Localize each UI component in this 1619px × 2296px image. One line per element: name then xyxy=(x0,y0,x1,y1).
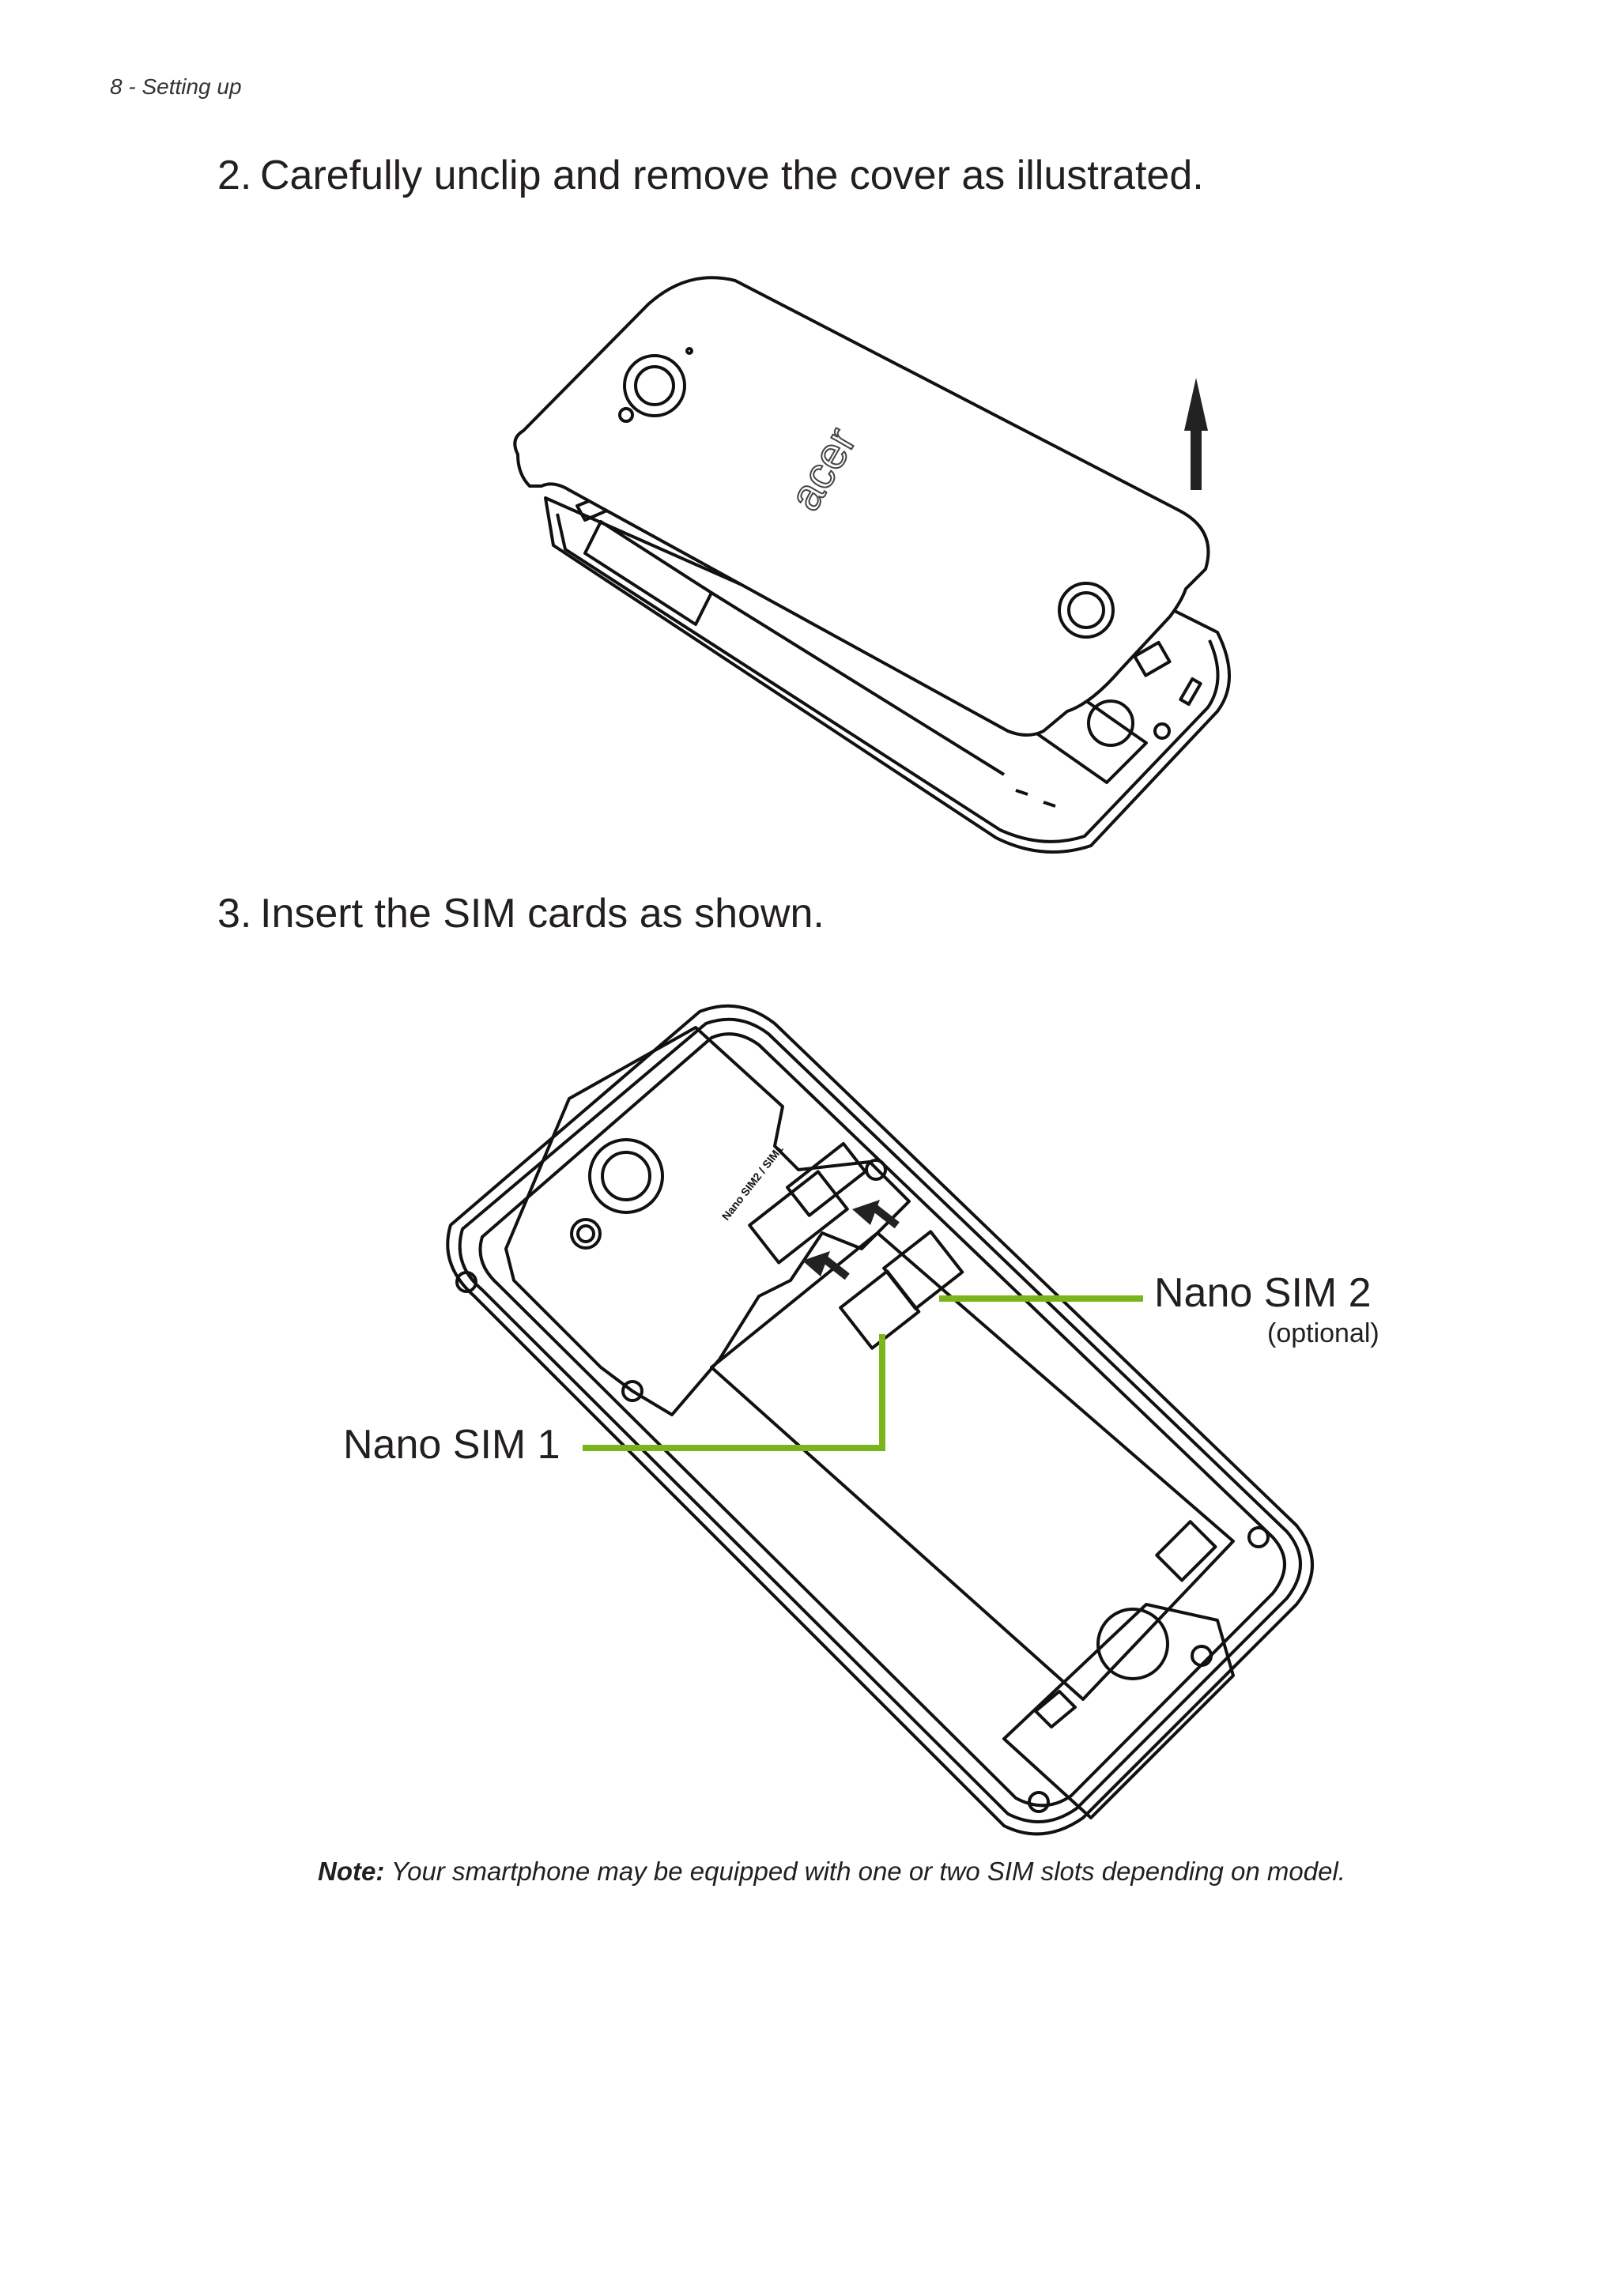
note-label: Note: xyxy=(318,1857,385,1886)
fingerprint-button xyxy=(1058,582,1115,639)
page-header: 8 - Setting up xyxy=(110,74,242,99)
remove-cover-illustration: acer xyxy=(513,276,1231,854)
step-number: 3. xyxy=(217,891,252,937)
insert-sim-illustration: Nano SIM2 / SIM1 xyxy=(446,1004,1314,1836)
sim-slot-tray xyxy=(748,1170,849,1265)
sim1-callout-line xyxy=(583,1334,885,1451)
callout-lines xyxy=(583,1295,1143,1451)
arrow-up-icon xyxy=(1184,378,1208,490)
step-text: Carefully unclip and remove the cover as… xyxy=(260,153,1204,198)
phone-body-outline xyxy=(544,496,1231,854)
phone-frame-outer xyxy=(446,1004,1314,1836)
step-2: 2. Carefully unclip and remove the cover… xyxy=(217,152,1204,199)
step-3: 3. Insert the SIM cards as shown. xyxy=(217,890,825,937)
camera-module xyxy=(588,1138,664,1214)
sim-card-1 xyxy=(839,1269,921,1350)
sim2-optional-label: (optional) xyxy=(1267,1318,1379,1348)
sim1-callout: Nano SIM 1 xyxy=(343,1422,560,1468)
flash xyxy=(618,407,634,423)
note-paragraph: Note: Your smartphone may be equipped wi… xyxy=(318,1857,1345,1887)
note-text: Your smartphone may be equipped with one… xyxy=(384,1857,1345,1886)
speaker-module xyxy=(1096,1608,1169,1680)
sim2-callout: Nano SIM 2 xyxy=(1154,1270,1372,1316)
camera-lens xyxy=(623,354,686,417)
back-cover xyxy=(513,276,1210,737)
sim-slot-label: Nano SIM2 / SIM1 xyxy=(719,1142,786,1222)
step-number: 2. xyxy=(217,153,252,198)
speaker-circle xyxy=(1087,699,1134,747)
step-text: Insert the SIM cards as shown. xyxy=(260,891,825,937)
insert-arrow-icon xyxy=(802,1200,900,1280)
